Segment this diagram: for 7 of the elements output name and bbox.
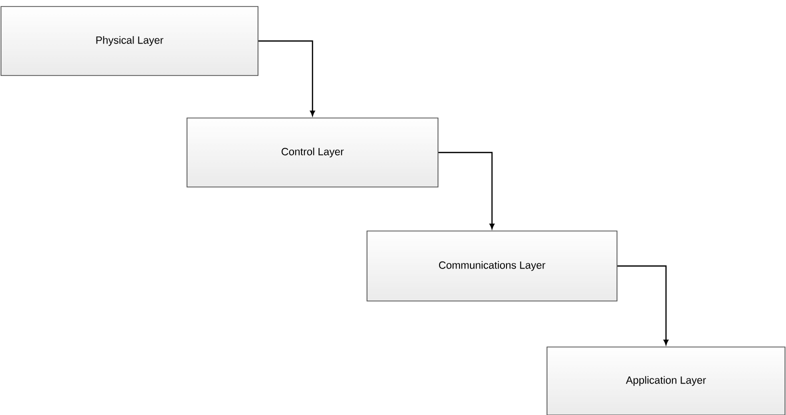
layer-box: Application Layer (546, 346, 786, 415)
layer-box: Physical Layer (0, 6, 258, 76)
arrow (258, 40, 315, 116)
arrow (438, 152, 494, 230)
arrow (617, 265, 668, 346)
layer-box: Control Layer (186, 118, 438, 188)
layer-box: Communications Layer (366, 230, 618, 302)
